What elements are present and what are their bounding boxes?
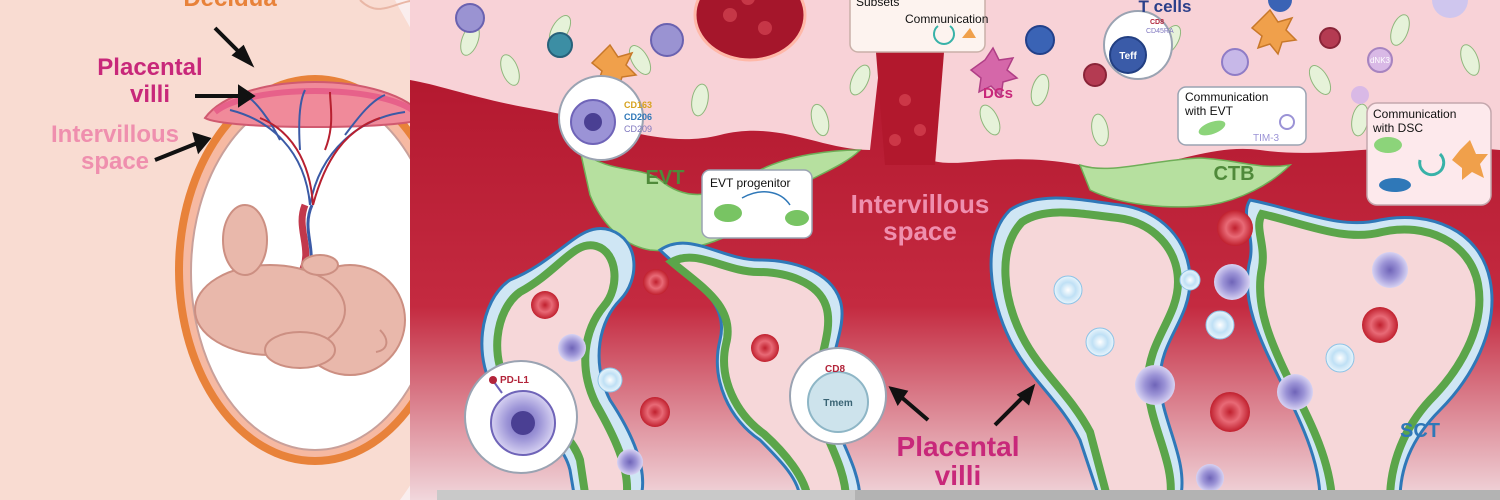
communication-evt-callout [1177, 86, 1307, 146]
bottom-band-right [855, 490, 1500, 500]
intervillous-label-2: space [81, 148, 149, 175]
placental-villi-label-1: Placental [97, 54, 202, 81]
tmem-callout [789, 347, 887, 445]
intervillous-label-1: Intervillous [51, 121, 179, 148]
villus-mid-inner [665, 253, 851, 500]
teff-callout [1103, 10, 1173, 80]
subsets-communication-callout [849, 0, 986, 53]
communication-label: Communication [905, 12, 988, 26]
placental-vessels-red [259, 91, 381, 206]
decidual-stromal-cells [460, 14, 1480, 147]
artery-rbc [723, 0, 926, 146]
decidua-label: Decidua [183, 0, 277, 12]
evt-label: EVT [646, 167, 685, 189]
placental-villi-label-2: villi [130, 81, 170, 108]
communication-dsc-callout [1366, 102, 1492, 206]
communication-dsc-label-2: with DSC [1372, 121, 1423, 135]
cd209-label: CD209 [624, 124, 652, 134]
intervillous-center-label-1: Intervillous [851, 189, 990, 219]
communication-evt-label-1: Communication [1185, 90, 1268, 104]
tmem-cd8-label: CD8 [825, 364, 845, 375]
dcs-label: DCs [983, 85, 1013, 102]
sct-label: SCT [1400, 420, 1440, 442]
intervillous-center-label-2: space [883, 216, 957, 246]
cd45ra-label: CD45RA [1146, 28, 1174, 35]
cd163-label: CD163 [624, 100, 652, 110]
placental-villi-center-label-2: villi [935, 460, 982, 491]
communication-evt-label-2: with EVT [1184, 104, 1234, 118]
left-pointer-arrows [154, 26, 256, 162]
artery-cross-section [693, 0, 807, 62]
pdl1-label: PD-L1 [500, 375, 529, 386]
evt-progenitor-callout [701, 169, 813, 239]
villi-immune-blue [597, 269, 1355, 393]
ctb-label: CTB [1213, 163, 1254, 185]
placenta-villi-band [213, 88, 417, 115]
fetus-ear [375, 329, 388, 353]
placental-villi-center-label-1: Placental [897, 431, 1020, 462]
decidual-immune-cells [455, 0, 1468, 104]
subsets-label: Subsets [856, 0, 899, 9]
tmem-label: Tmem [823, 398, 853, 409]
cd206-label: CD206 [624, 112, 652, 122]
dnk3-label: dNK3 [1370, 56, 1391, 65]
fetus [194, 204, 406, 376]
evt-progenitor-label: EVT progenitor [710, 176, 791, 190]
villi-immune-purple [558, 252, 1408, 492]
teff-cd8-label: CD8 [1150, 19, 1164, 26]
villus-right-b-inner [1255, 209, 1484, 500]
macrophage-callout [558, 75, 644, 161]
communication-dsc-label-1: Communication [1373, 107, 1456, 121]
villi-rbc [531, 210, 1398, 432]
dendritic-cells-magenta [969, 46, 1019, 98]
tim3-label: TIM-3 [1253, 133, 1280, 144]
teff-label: Teff [1119, 51, 1137, 62]
center-pointer-arrows [888, 383, 1036, 427]
t-cells-label: T cells [1139, 0, 1192, 16]
pdl1-callout [464, 360, 578, 474]
